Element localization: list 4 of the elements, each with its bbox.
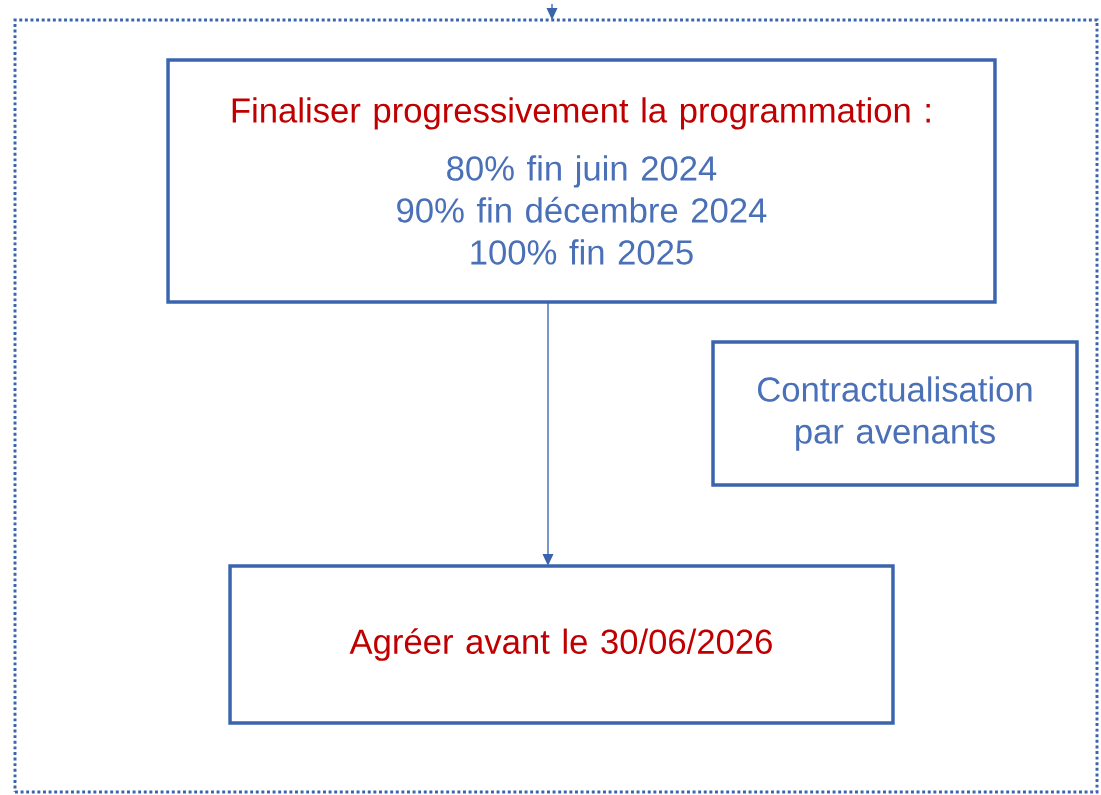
- text-box: Contractualisation par avenants: [711, 340, 1079, 487]
- text-box: Finaliser progressivement la programmation : 80% fin juin 2024 90% fin décembre 2024 100% fin 2025: [166, 58, 997, 304]
- text-box: Agréer avant le 30/06/2026: [228, 564, 895, 725]
- dotted-frame: [13, 18, 1099, 794]
